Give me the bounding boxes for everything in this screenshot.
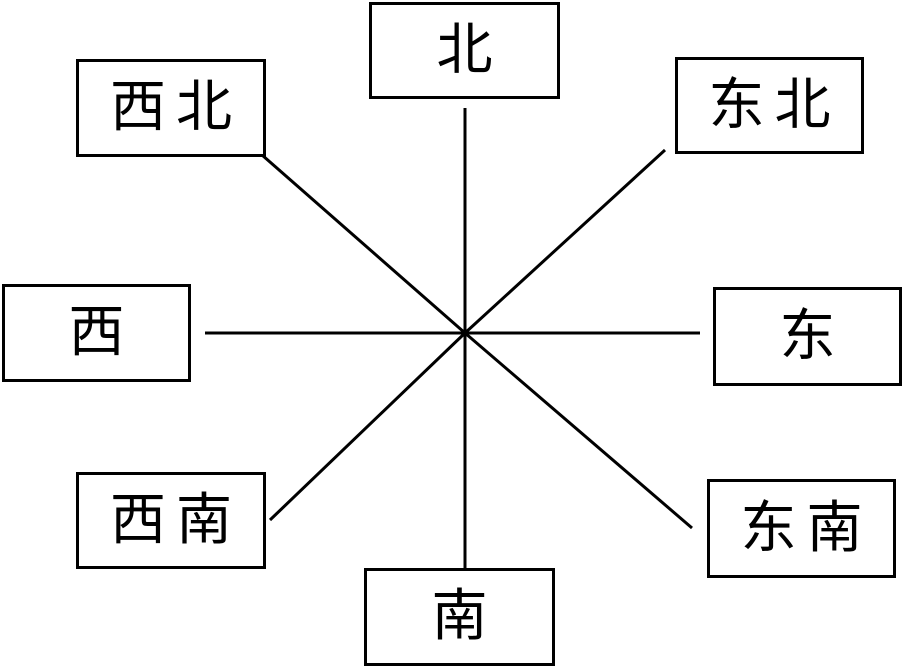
label-northwest: 西北 [110, 75, 242, 140]
line-northwest [261, 153, 466, 335]
box-southwest: 西南 [76, 472, 266, 569]
box-northeast: 东北 [675, 57, 864, 154]
label-east: 东 [779, 303, 846, 369]
line-southeast [464, 331, 693, 530]
box-northwest: 西北 [76, 59, 266, 157]
line-northeast [463, 148, 667, 335]
line-southwest [268, 331, 467, 522]
label-southwest: 西南 [110, 487, 242, 553]
box-west: 西 [2, 284, 191, 382]
label-south: 南 [431, 584, 498, 649]
label-southeast: 东南 [740, 495, 873, 561]
label-west: 西 [68, 300, 135, 365]
box-east: 东 [713, 287, 902, 386]
box-south: 南 [364, 568, 555, 666]
label-northeast: 东北 [708, 72, 841, 138]
box-southeast: 东南 [707, 479, 896, 578]
box-north: 北 [369, 2, 560, 99]
label-north: 北 [436, 17, 503, 83]
